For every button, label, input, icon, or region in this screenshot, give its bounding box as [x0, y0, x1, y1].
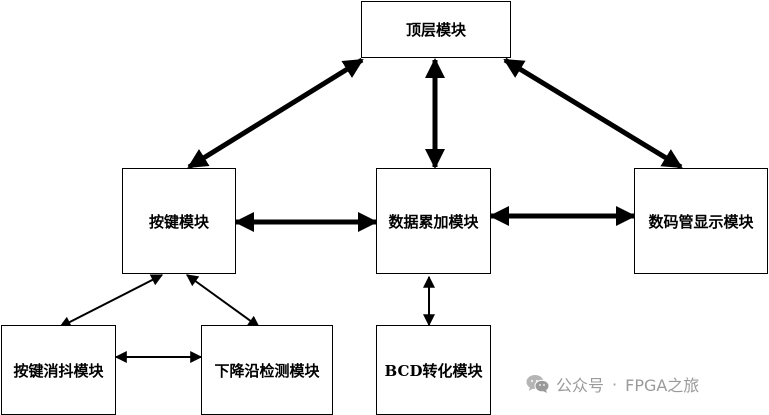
- node-key: 按键模块: [122, 168, 236, 274]
- node-seg: 数码管显示模块: [634, 168, 768, 274]
- node-top-label: 顶层模块: [405, 21, 466, 39]
- node-debounce-label: 按键消抖模块: [13, 361, 104, 380]
- arrow-key-falling: [186, 274, 260, 328]
- node-seg-label: 数码管显示模块: [648, 212, 754, 231]
- node-bcd-label: BCD转化模块: [384, 361, 483, 380]
- node-top: 顶层模块: [361, 1, 511, 58]
- watermark-name: FPGA之旅: [625, 376, 700, 395]
- node-debounce: 按键消抖模块: [1, 325, 116, 415]
- watermark-account: 公众号: [556, 376, 605, 395]
- node-accum-label: 数据累加模块: [388, 212, 479, 231]
- node-falling: 下降沿检测模块: [201, 325, 333, 415]
- node-accum: 数据累加模块: [376, 168, 491, 274]
- arrow-key-debounce: [58, 274, 164, 328]
- node-falling-label: 下降沿检测模块: [214, 361, 320, 380]
- node-key-label: 按键模块: [148, 212, 209, 231]
- node-bcd: BCD转化模块: [376, 325, 491, 415]
- arrow-top-seg: [503, 57, 683, 170]
- watermark: 公众号 · FPGA之旅: [526, 372, 699, 396]
- arrow-top-key: [187, 57, 364, 170]
- watermark-separator: ·: [612, 374, 618, 394]
- wechat-icon: [526, 375, 550, 393]
